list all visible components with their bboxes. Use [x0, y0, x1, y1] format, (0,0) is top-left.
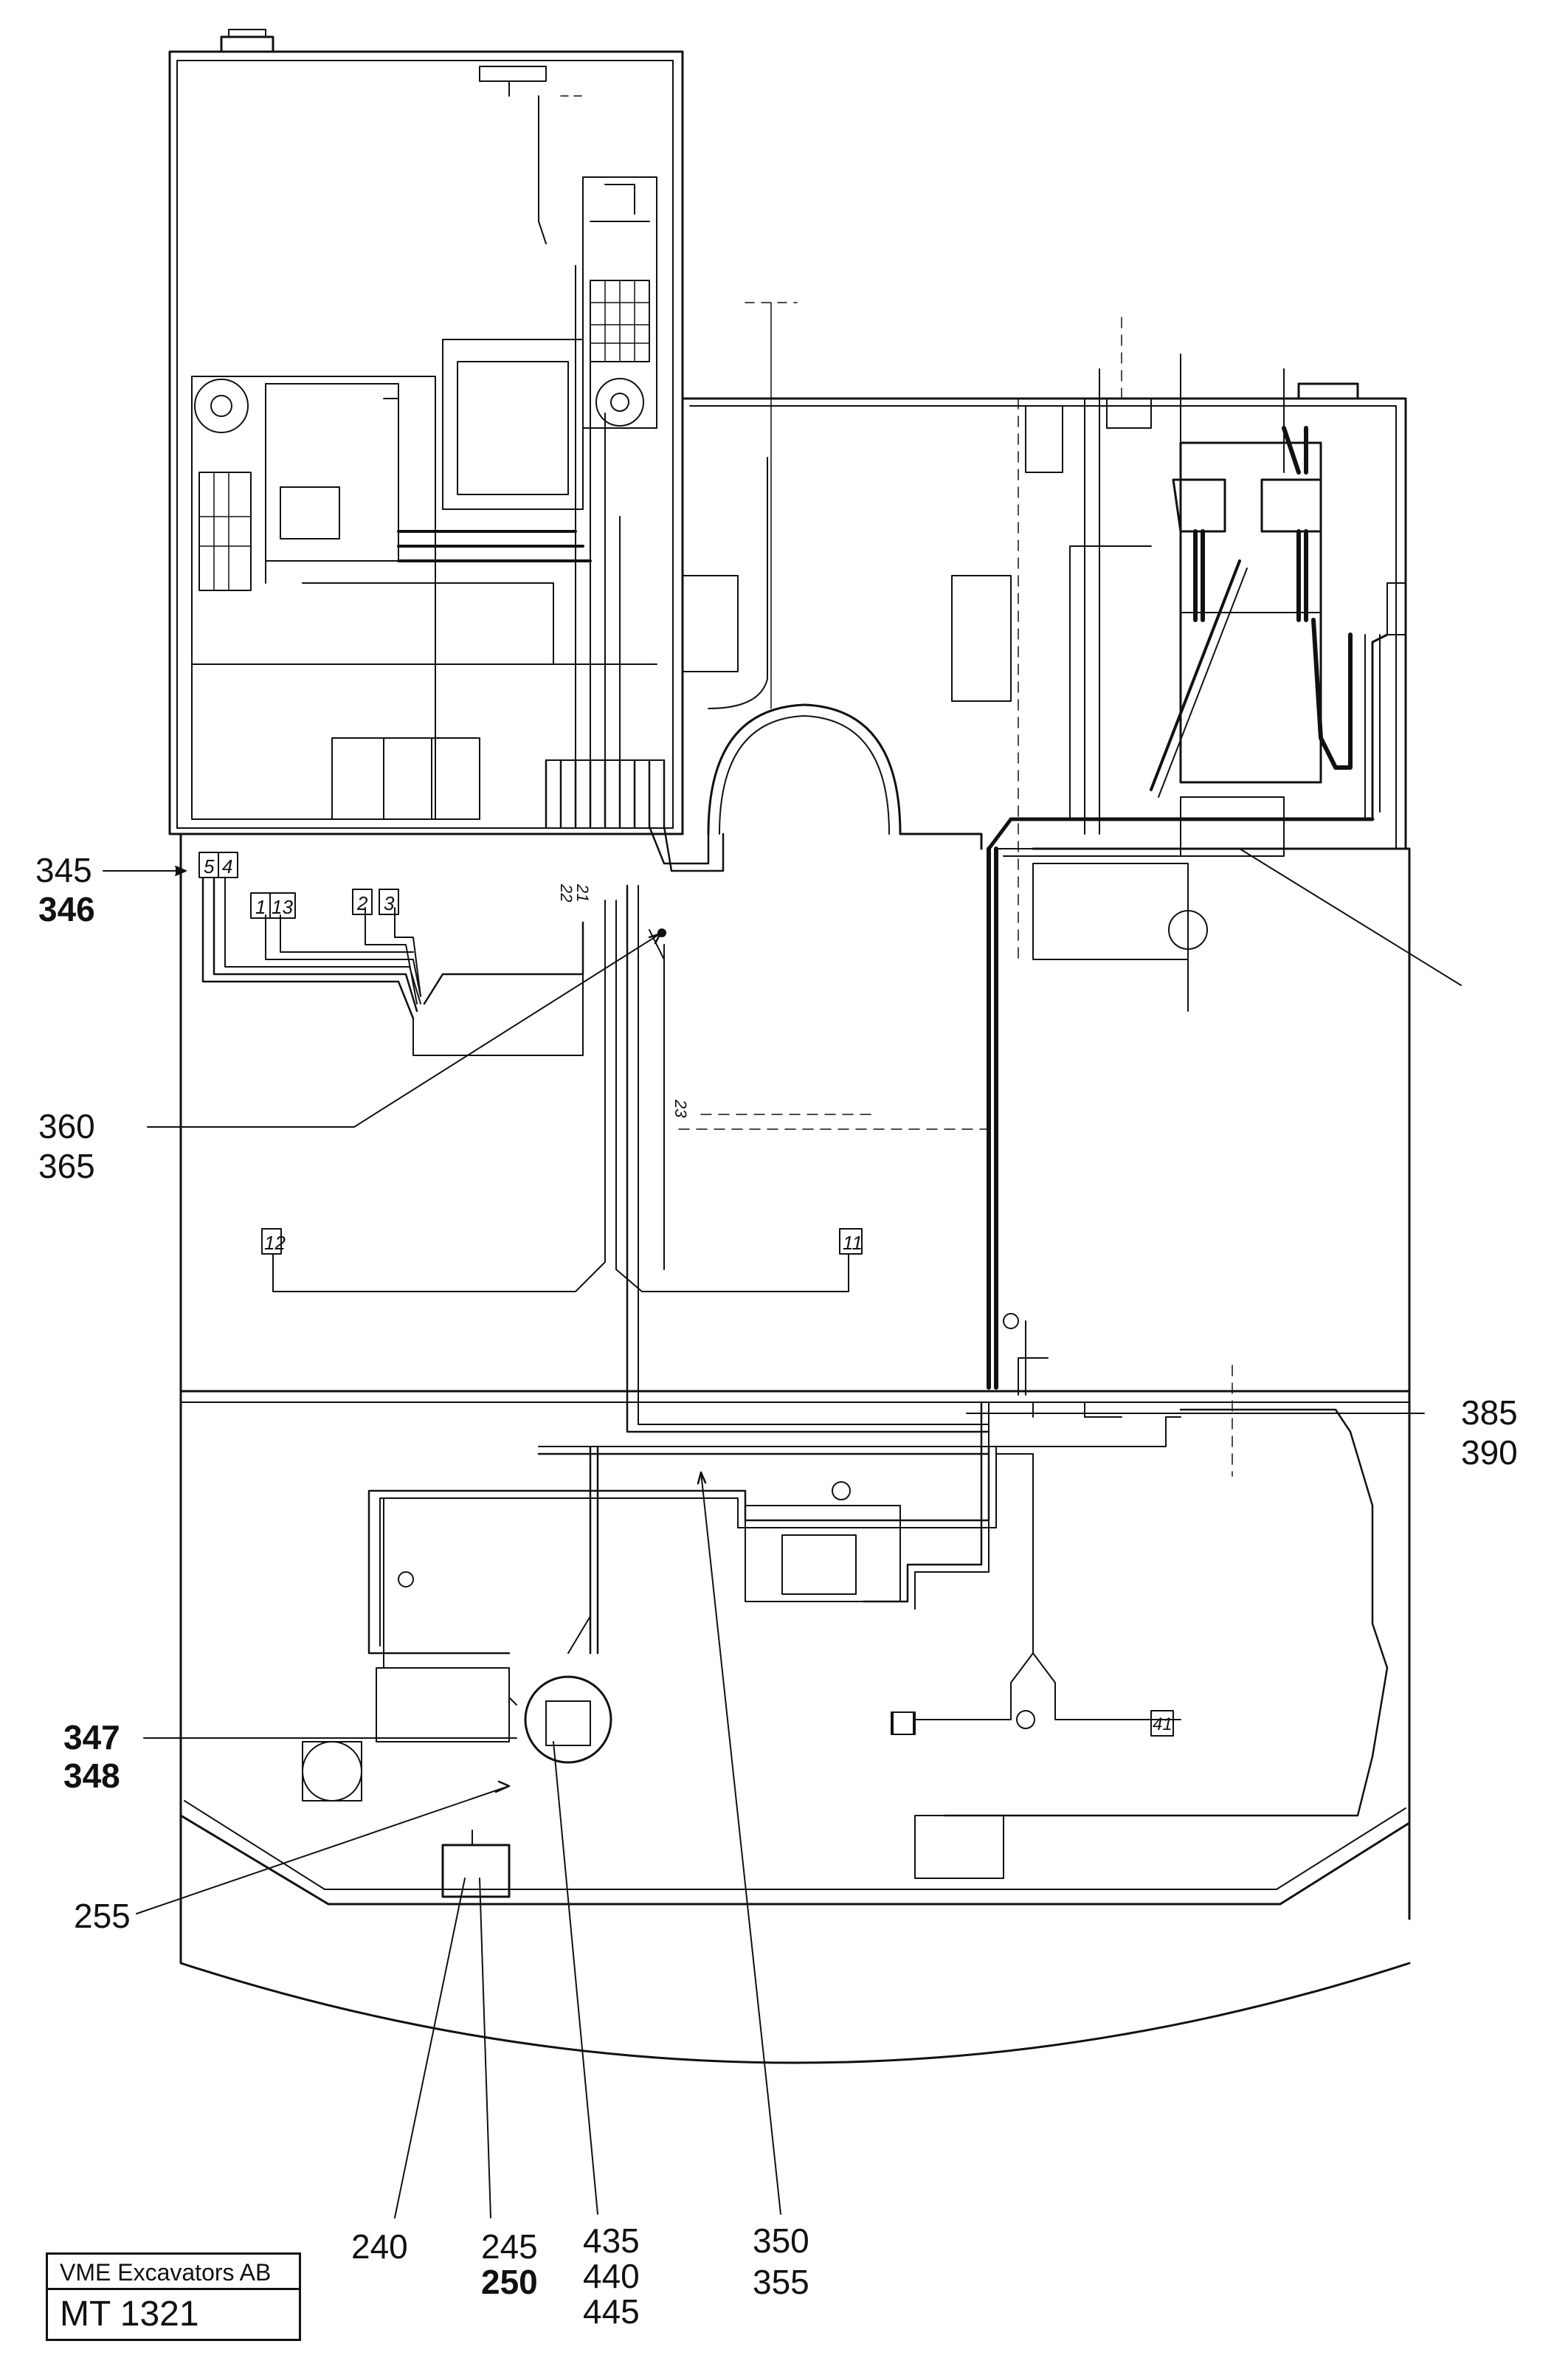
wire-tag-4: 4 — [222, 855, 232, 878]
callout-leaders — [103, 848, 1462, 2218]
drawing-number: MT 1321 — [60, 2295, 199, 2334]
wiring-harness — [201, 265, 1389, 1846]
callout-345: 345 — [35, 851, 92, 889]
callout-347: 347 — [63, 1718, 120, 1756]
callout-245: 245 — [481, 2227, 538, 2266]
company-name: VME Excavators AB — [48, 2255, 299, 2290]
wire-tag-21: 21 — [573, 883, 592, 902]
machine-outline — [168, 29, 1411, 2064]
centerlines — [678, 317, 1233, 1477]
wire-tag-3: 3 — [384, 892, 395, 914]
callout-390: 390 — [1461, 1433, 1518, 1472]
wire-tag-2: 2 — [356, 892, 368, 914]
callout-445: 445 — [583, 2292, 640, 2331]
callout-250: 250 — [481, 2263, 538, 2301]
callout-365: 365 — [38, 1147, 95, 1185]
callout-385: 385 — [1461, 1393, 1518, 1432]
callout-440: 440 — [583, 2257, 640, 2295]
wire-tag-22: 22 — [557, 883, 576, 902]
wire-tag-13: 13 — [272, 896, 293, 918]
wire-tag-5: 5 — [204, 855, 215, 878]
callout-346: 346 — [38, 890, 95, 928]
callout-355: 355 — [753, 2263, 809, 2301]
wire-tag-boxes — [198, 852, 1174, 1737]
callout-435: 435 — [583, 2221, 640, 2260]
callout-255: 255 — [74, 1897, 131, 1935]
wire-tag-1: 1 — [255, 896, 266, 918]
callout-240: 240 — [351, 2227, 408, 2266]
wire-tag-23: 23 — [671, 1099, 690, 1118]
wire-tag-12: 12 — [264, 1232, 286, 1254]
callout-360: 360 — [38, 1107, 95, 1145]
title-block: VME Excavators AB MT 1321 — [46, 2252, 301, 2341]
callout-348: 348 — [63, 1756, 120, 1795]
callout-numbers: 345 346 360 365 385 390 347 348 255 240 … — [35, 851, 1518, 2331]
callout-350: 350 — [753, 2221, 809, 2260]
wire-tag-11: 11 — [843, 1232, 863, 1254]
wire-tag-41: 41 — [1153, 1714, 1172, 1734]
wire-tags: 5 4 1 13 2 3 21 22 23 12 11 41 — [204, 855, 1172, 1734]
